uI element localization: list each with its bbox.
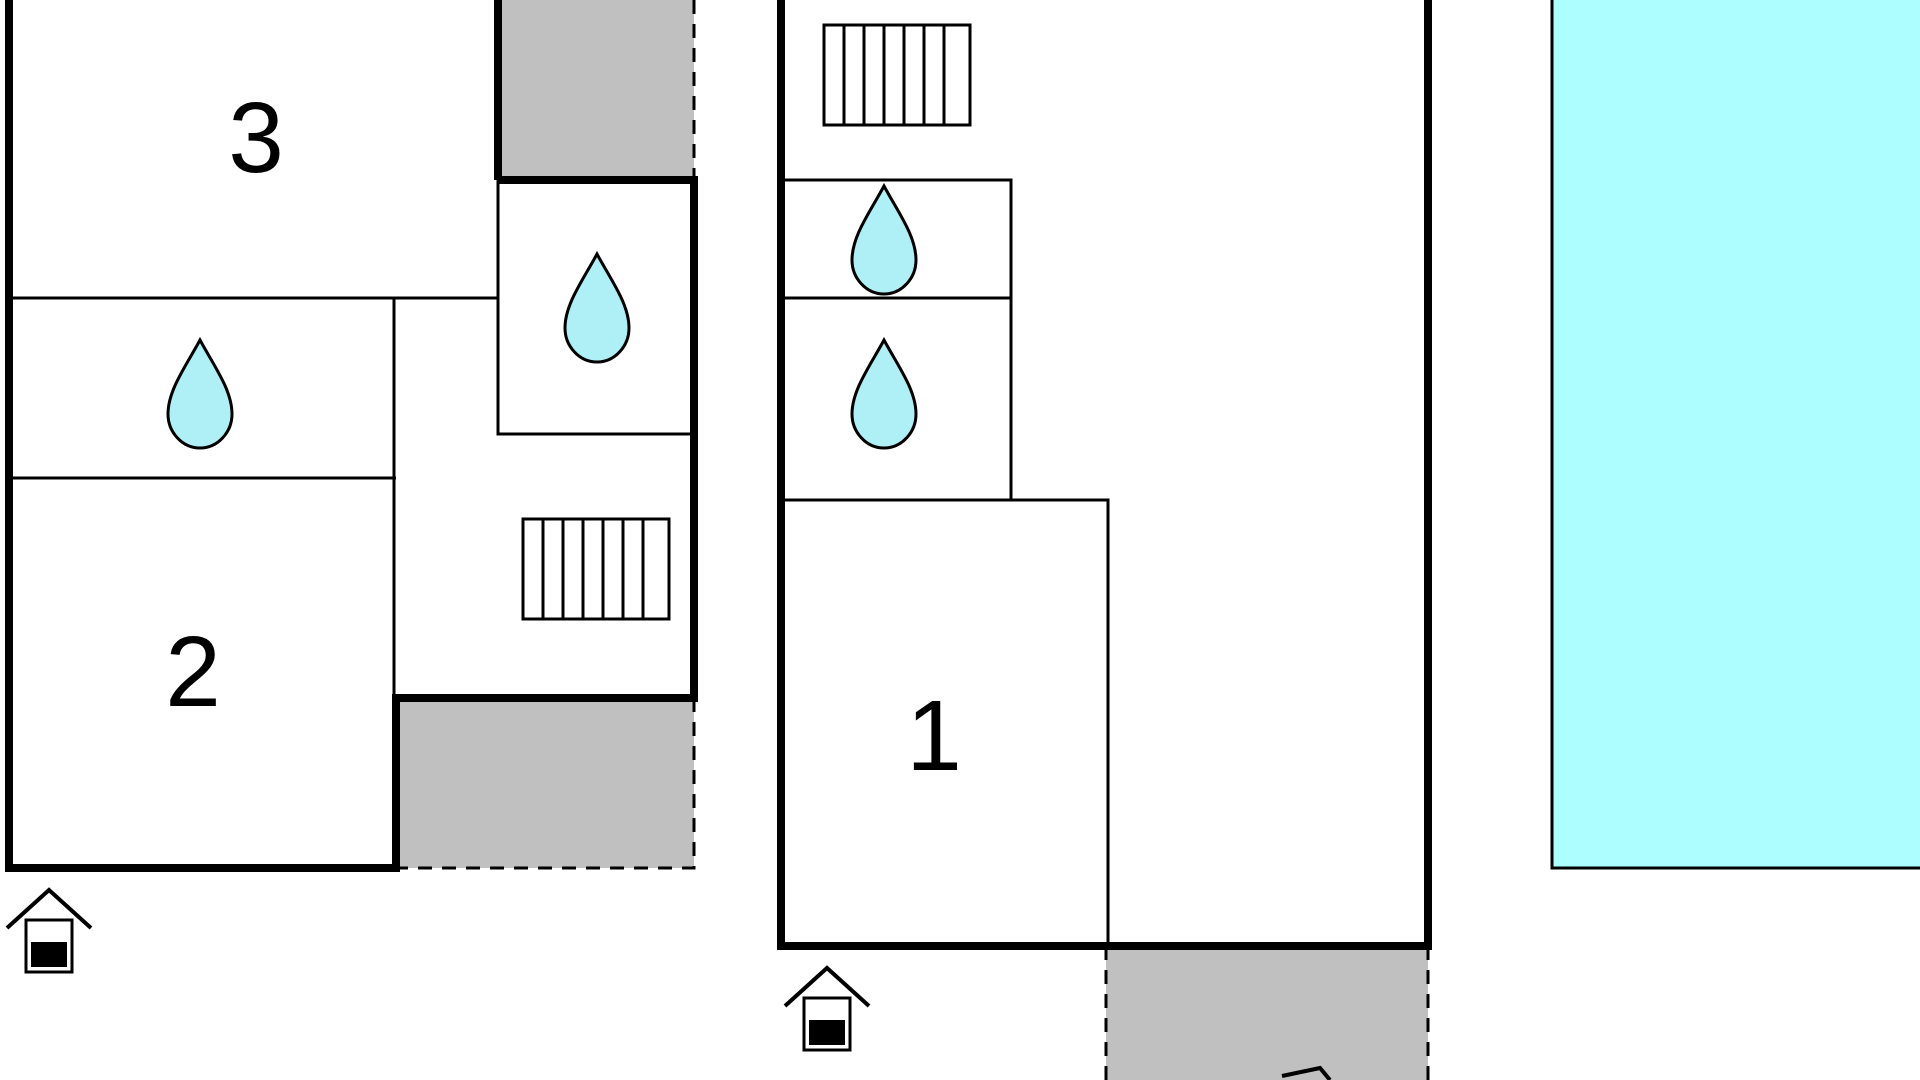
stairs-icon [521, 517, 671, 621]
terrace-top-left [498, 0, 694, 180]
building-right-outer-wall [777, 0, 1432, 950]
room-label-2: 2 [165, 616, 221, 728]
terrace-bottom-left [396, 698, 694, 868]
building-right [777, 0, 1432, 950]
stairs-icon [822, 23, 972, 127]
water-drop-icon [563, 252, 631, 364]
building-left [5, 0, 698, 872]
water-drop-icon [850, 184, 918, 296]
terrace-bottom-left-dashes [396, 698, 696, 870]
entrance-icon [5, 887, 93, 974]
water-drop-icon [166, 338, 234, 450]
water-drop-icon [850, 338, 918, 450]
terrace-bottom-right-mark [1281, 1065, 1332, 1080]
building-left-interior-walls [9, 180, 694, 698]
terrace-bottom-right [1106, 946, 1428, 1080]
room-label-3: 3 [228, 82, 284, 194]
entrance-icon [783, 965, 871, 1052]
pool [1550, 0, 1920, 870]
building-right-interior-walls [781, 178, 1110, 946]
room-label-1: 1 [906, 680, 962, 792]
terraces [396, 0, 1430, 1080]
building-left-outer-wall [5, 0, 698, 872]
